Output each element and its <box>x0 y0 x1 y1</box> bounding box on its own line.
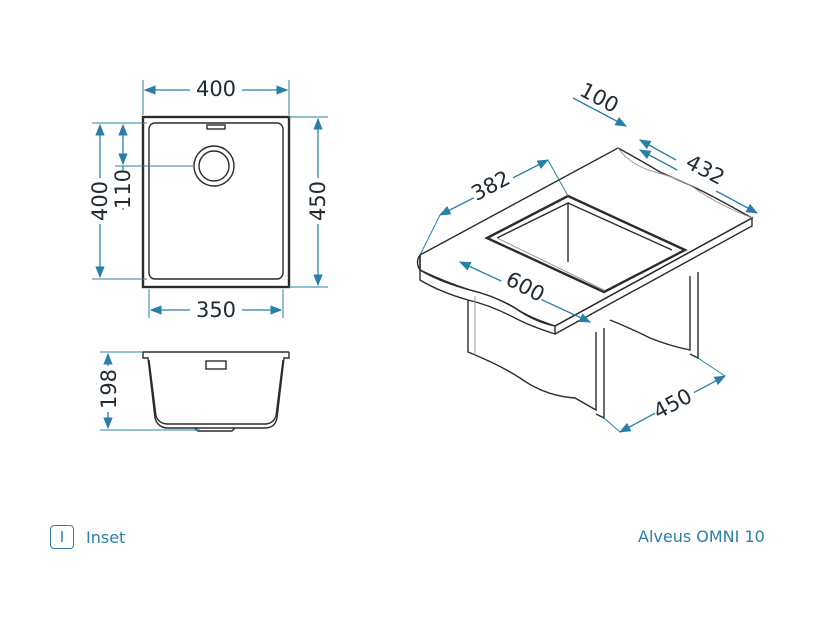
overflow-slot <box>206 124 226 130</box>
cabinet-left-panel <box>467 300 597 412</box>
drain-outer <box>193 145 235 187</box>
dim-depth: 198 <box>97 369 121 409</box>
sink-inner-bowl <box>148 122 284 280</box>
drain-inner <box>198 150 230 182</box>
inset-symbol: I <box>50 525 74 549</box>
isometric-view: 100 432 382 600 450 <box>416 78 759 433</box>
top-view: 400 350 400 110 450 <box>88 76 330 322</box>
legend-label: Inset <box>86 527 126 547</box>
dim-inner-width: 350 <box>196 298 236 322</box>
sink-outline <box>141 115 291 289</box>
side-section: 198 <box>96 351 290 432</box>
model-name: Alveus OMNI 10 <box>638 527 765 546</box>
cabinet-right-panel <box>609 276 691 351</box>
bowl-section <box>142 351 290 429</box>
dim-drain-offset: 110 <box>111 169 135 209</box>
dim-top-width: 400 <box>196 77 236 101</box>
dim-outer-height: 450 <box>306 181 330 221</box>
legend: I Inset <box>50 525 125 549</box>
overflow-box <box>205 360 227 370</box>
dim-inner-height: 400 <box>88 181 112 221</box>
